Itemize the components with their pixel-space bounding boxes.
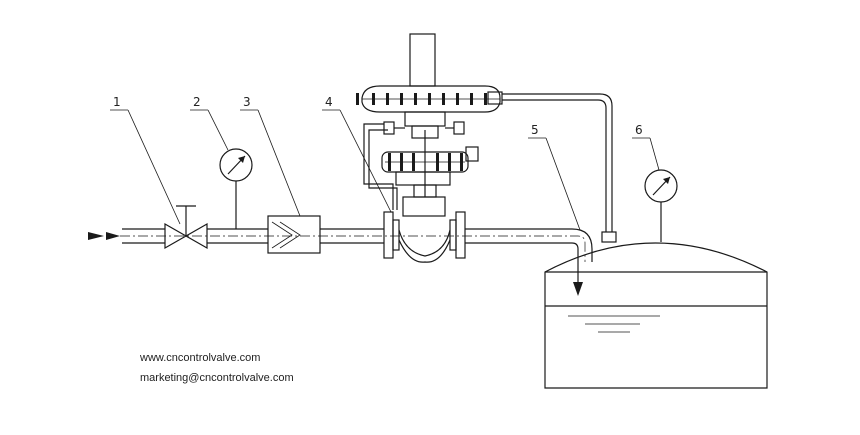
callout-2: 2 bbox=[193, 95, 201, 109]
inlet-pipe bbox=[122, 228, 384, 244]
callout-3: 3 bbox=[243, 95, 251, 109]
tank-pressure-gauge-icon bbox=[644, 169, 678, 242]
callout-leaders bbox=[110, 109, 660, 231]
flow-direction-arrows-icon bbox=[88, 232, 120, 240]
pressure-gauge-icon bbox=[219, 148, 253, 229]
email-text: marketing@cncontrolvalve.com bbox=[140, 372, 294, 384]
callout-4: 4 bbox=[325, 95, 333, 109]
pipe-centerline bbox=[120, 235, 586, 262]
strainer-icon bbox=[267, 215, 321, 254]
callout-5: 5 bbox=[531, 123, 539, 137]
sensing-line bbox=[502, 93, 617, 243]
website-text: www.cncontrolvalve.com bbox=[140, 352, 261, 364]
outlet-pipe bbox=[465, 228, 593, 262]
storage-tank-icon bbox=[544, 242, 768, 389]
callout-6: 6 bbox=[635, 123, 643, 137]
ball-valve-icon bbox=[164, 205, 208, 250]
pressure-regulating-valve-icon bbox=[356, 33, 503, 263]
callout-1: 1 bbox=[113, 95, 121, 109]
